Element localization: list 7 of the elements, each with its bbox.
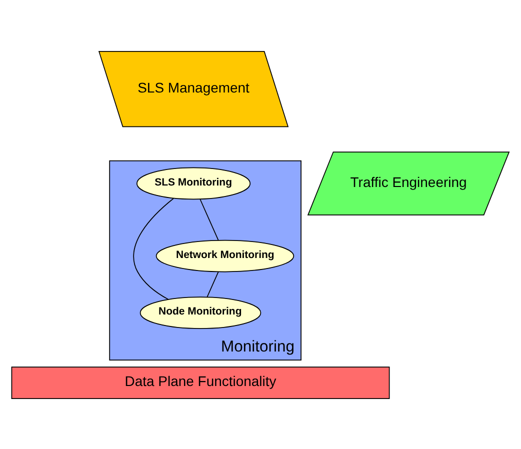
node-box: Data Plane Functionality <box>11 366 390 398</box>
node-ellipse: Network Monitoring <box>156 239 294 272</box>
node-ellipse: Node Monitoring <box>140 296 262 329</box>
connector <box>133 198 174 300</box>
node-ellipse: SLS Monitoring <box>136 166 251 200</box>
connector <box>200 198 219 240</box>
connector <box>206 271 219 297</box>
